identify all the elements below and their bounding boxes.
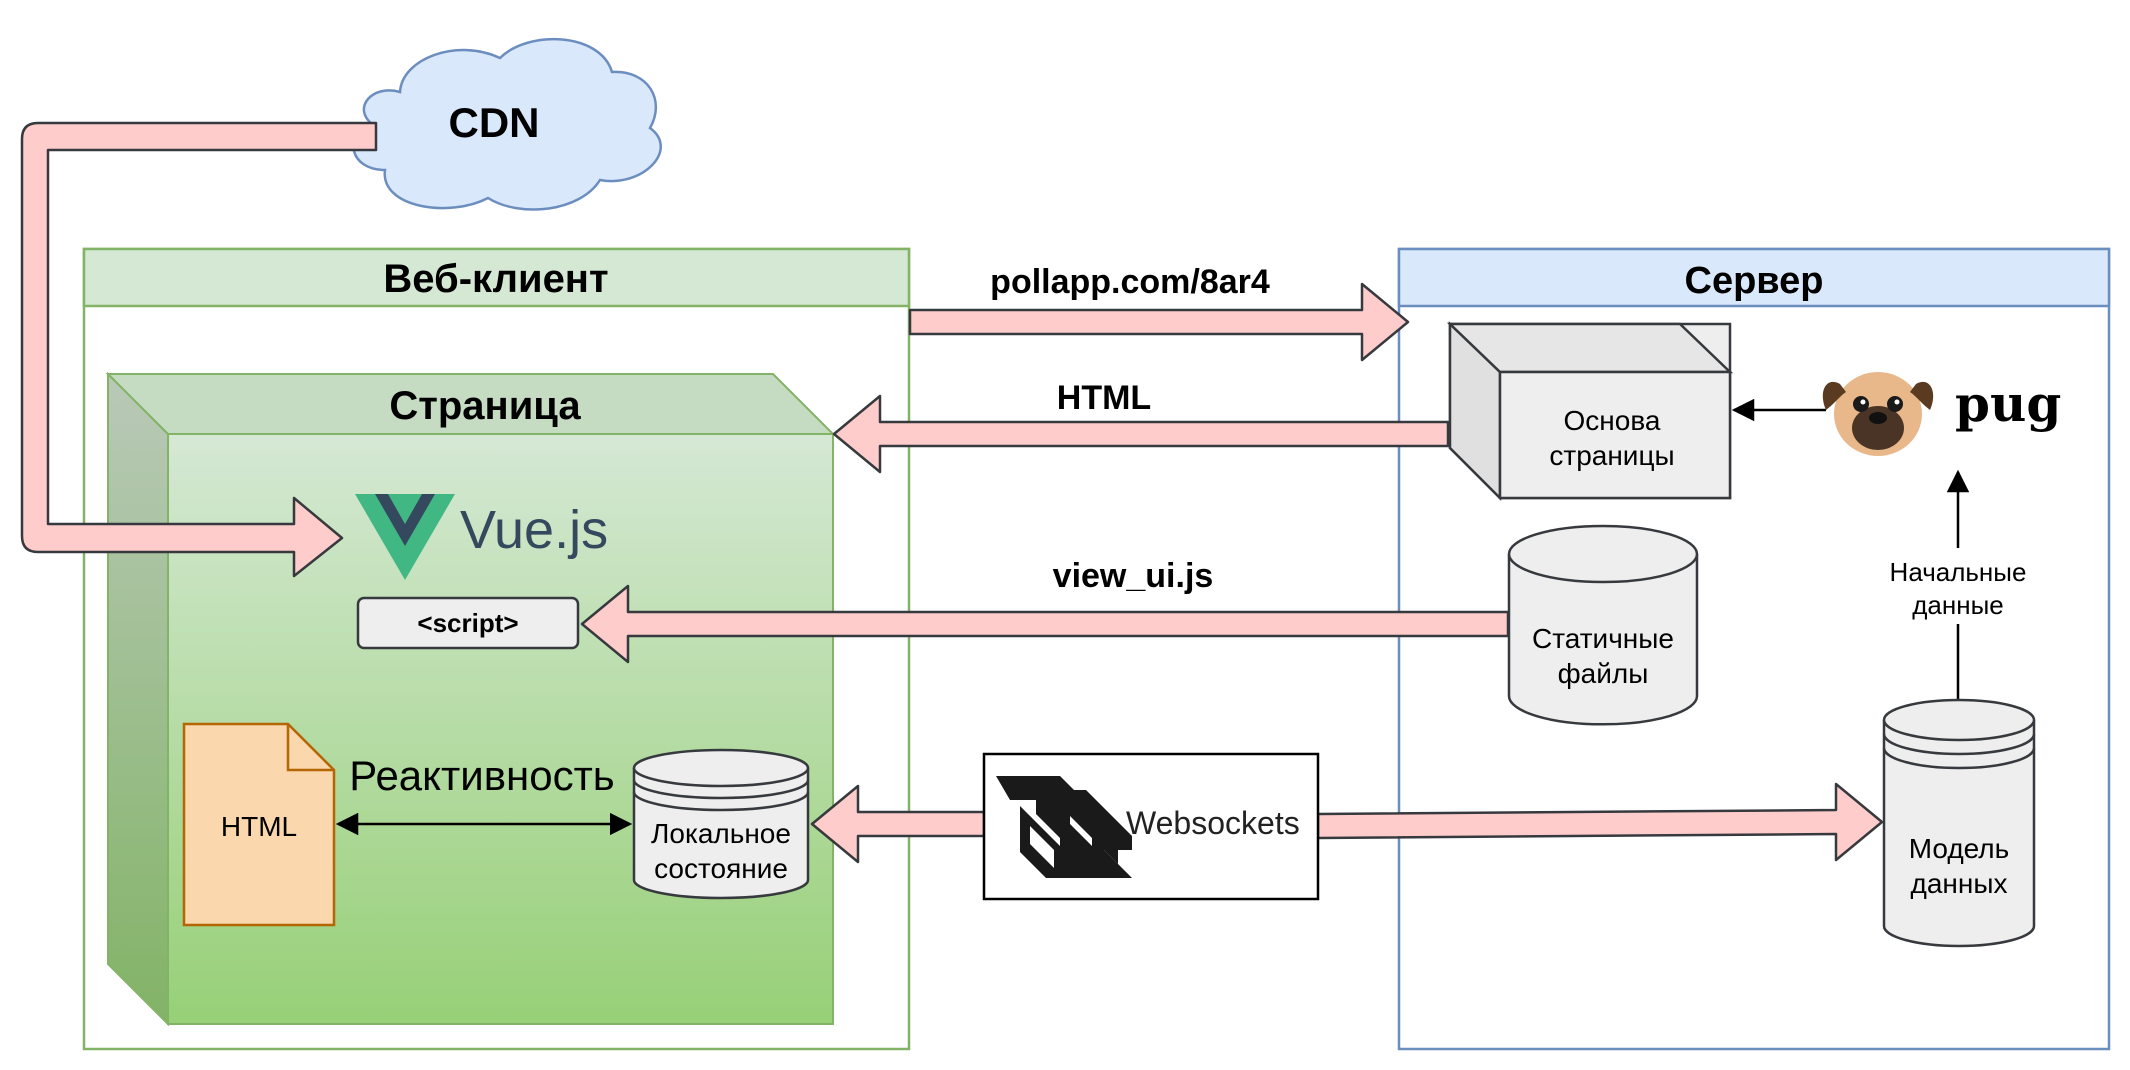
pug-dog-icon <box>1822 372 1934 456</box>
page-title: Страница <box>389 384 581 428</box>
data-model-line1: Модель <box>1909 833 2010 864</box>
page-box: Страница <box>105 371 836 1027</box>
server-title: Сервер <box>1685 260 1824 302</box>
cdn-to-vue-arrow-body <box>20 121 378 578</box>
cdn-cloud: CDN <box>352 37 662 211</box>
websockets-box: Websockets <box>982 752 1320 901</box>
web-client-title: Веб-клиент <box>383 257 608 301</box>
script-tag-label: <script> <box>417 608 518 638</box>
pug-label: pug <box>1955 374 2061 433</box>
html-response-arrow: HTML <box>832 379 1450 474</box>
initial-data-label-bg <box>1876 548 2040 624</box>
reactivity-label: Реактивность <box>349 752 614 799</box>
request-url-label: pollapp.com/8ar4 <box>990 263 1270 301</box>
local-state-db: Локальное состояние <box>632 748 810 900</box>
local-state-line2: состояние <box>654 853 788 884</box>
data-model-line2: данных <box>1911 868 2008 899</box>
static-files-db: Статичные файлы <box>1507 524 1699 726</box>
pug-logo: pug <box>1822 372 2061 456</box>
static-js-arrow: view_ui.js <box>580 557 1510 664</box>
vue-label: Vue.js <box>460 500 608 560</box>
initial-data-line2: данные <box>1912 590 2004 620</box>
static-files-line1: Статичные <box>1532 623 1674 654</box>
html-file: HTML <box>182 722 336 927</box>
page-base-line1: Основа <box>1564 405 1661 436</box>
websocket-to-local-arrow <box>810 784 986 864</box>
page-base-line2: страницы <box>1549 440 1674 471</box>
request-arrow: pollapp.com/8ar4 <box>908 263 1410 362</box>
initial-data-line1: Начальные <box>1890 557 2027 587</box>
websockets-label: Websockets <box>1126 805 1300 841</box>
page-base-box: Основа страницы <box>1446 321 1734 502</box>
html-response-label: HTML <box>1057 379 1151 417</box>
local-state-line1: Локальное <box>651 818 791 849</box>
script-tag-box: <script> <box>356 596 580 650</box>
websocket-icon <box>996 776 1132 878</box>
websocket-to-model-arrow <box>1316 782 1884 862</box>
cdn-label: CDN <box>449 99 540 146</box>
data-model-db: Модель данных <box>1882 698 2036 948</box>
static-js-label: view_ui.js <box>1053 557 1214 595</box>
static-files-line2: файлы <box>1558 658 1649 689</box>
vue-logo: Vue.js <box>355 494 608 580</box>
html-file-label: HTML <box>221 811 297 842</box>
